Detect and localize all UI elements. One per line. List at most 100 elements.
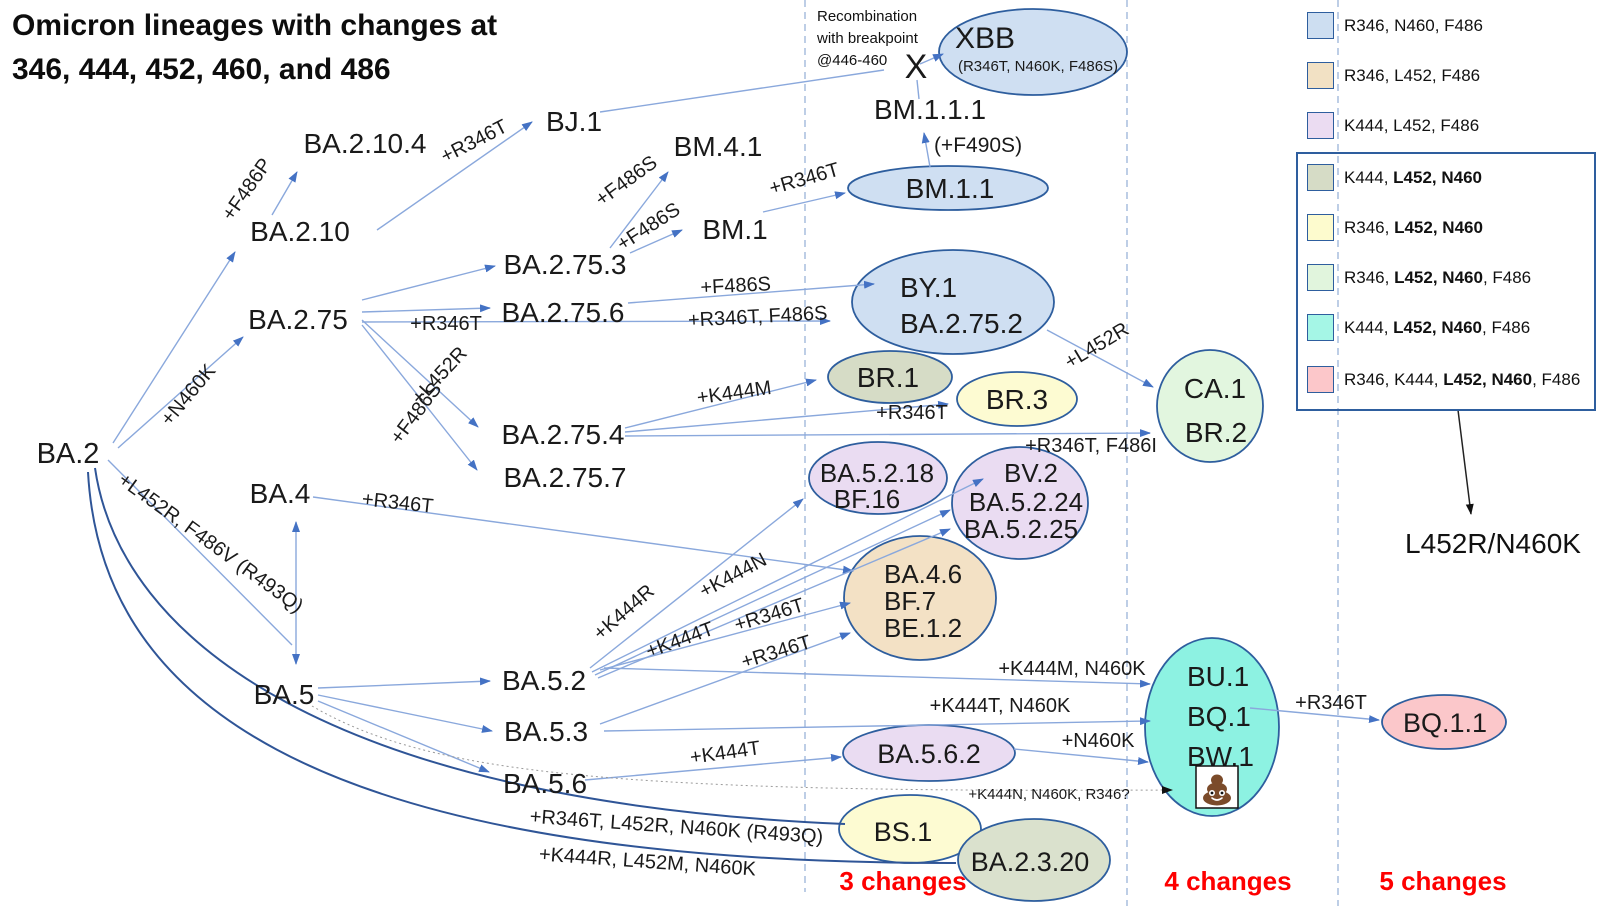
edge-label: +R346T, F486S <box>687 302 827 331</box>
edge-label: +F486S <box>591 151 661 210</box>
legend-item: K444, L452, N460, F486 <box>1307 314 1530 341</box>
edge-line <box>627 280 875 304</box>
legend-swatch <box>1307 366 1334 393</box>
poop-emoji-icon <box>1220 791 1224 795</box>
edge-line <box>603 717 1151 732</box>
edge-label: (+F490S) <box>934 134 1022 157</box>
node-label: BR.1 <box>857 362 919 393</box>
node-label: BM.4.1 <box>674 131 763 162</box>
legend-swatch <box>1307 12 1334 39</box>
legend-item: R346, L452, N460 <box>1307 214 1483 241</box>
node-label: BA.5.3 <box>504 716 588 747</box>
recombination-note: Recombination with breakpoint @446-460 <box>817 6 918 72</box>
l452r-n460k-annotation: L452R/N460K <box>1405 528 1581 559</box>
edge-line <box>603 667 1151 688</box>
legend-item-label: R346, K444, L452, N460, F486 <box>1344 370 1580 390</box>
edge-label: +R346T <box>739 631 814 673</box>
legend-swatch <box>1307 264 1334 291</box>
edge-label: +K444M, N460K <box>998 658 1146 680</box>
node-label: BQ.1 <box>1187 701 1251 732</box>
node-label: BF.7 <box>884 586 936 616</box>
edge-label: +K444R <box>589 580 658 644</box>
legend-swatch <box>1307 214 1334 241</box>
node-label: BV.2 <box>1004 458 1058 488</box>
edge-label: +R346T <box>410 313 482 335</box>
edge-line <box>1249 707 1380 724</box>
node-br1 <box>827 350 953 404</box>
edge-line <box>584 753 842 781</box>
node-label: BQ.1.1 <box>1403 708 1487 738</box>
node-label: BA.5.6 <box>503 768 587 799</box>
node-label: BA.2.10 <box>250 216 350 247</box>
node-label: BA.2.75 <box>248 304 348 335</box>
edge-line <box>361 264 496 301</box>
node-ba46-group <box>843 535 997 661</box>
recombination-note-line3: @446-460 <box>817 52 888 70</box>
edge-line <box>919 53 944 65</box>
legend-swatch <box>1307 314 1334 341</box>
edge-label: +R346T <box>1295 692 1367 714</box>
node-label: BE.1.2 <box>884 613 962 643</box>
node-label: BM.1.1.1 <box>874 94 986 125</box>
node-ba2320 <box>957 818 1111 902</box>
legend-item-label: R346, L452, N460, F486 <box>1344 268 1531 288</box>
legend-item-label: R346, N460, F486 <box>1344 16 1483 36</box>
edge-line <box>594 509 951 676</box>
edge-label: +F486S <box>613 199 684 256</box>
node-label: BR.3 <box>986 384 1048 415</box>
node-label: BA.2.75.7 <box>504 462 627 493</box>
node-bm11 <box>847 165 1049 211</box>
node-label: BA.5.6.2 <box>877 739 981 769</box>
edge-line <box>117 336 244 449</box>
poop-emoji-icon <box>1210 791 1214 795</box>
edge-label: +F486S <box>700 273 772 299</box>
edge-line <box>271 171 298 216</box>
node-label: X <box>905 48 928 86</box>
edge-line <box>376 121 533 231</box>
zone-label-3-changes: 3 changes <box>839 866 967 896</box>
legend-item-label: K444, L452, F486 <box>1344 116 1479 136</box>
node-bq1-group <box>1144 637 1280 817</box>
node-label: BA.5.2 <box>502 665 586 696</box>
node-xbb <box>938 8 1128 96</box>
edge-label: +N460K <box>1062 730 1135 752</box>
legend-item-label-part: K444, L452, F486 <box>1344 115 1480 135</box>
edge-line <box>317 694 493 733</box>
node-label: BJ.1 <box>546 106 602 137</box>
node-bq11 <box>1381 694 1507 750</box>
node-by1-group <box>851 249 1055 355</box>
edge-line <box>762 191 846 213</box>
legend-item-label: K444, L452, N460, F486 <box>1344 318 1530 338</box>
legend-swatch <box>1307 62 1334 89</box>
node-label: BA.2 <box>37 438 100 470</box>
edge-line <box>1046 329 1154 388</box>
edge-label: +K444R, L452M, N460K <box>538 843 757 880</box>
node-bv2-group <box>951 446 1089 560</box>
edge-label: +R346T <box>437 116 511 168</box>
edge-line <box>312 496 854 574</box>
node-label: BM.1.1 <box>906 173 995 204</box>
edge-line <box>591 478 984 673</box>
edge-line <box>94 467 846 825</box>
node-label: BS.1 <box>874 817 933 847</box>
edge-line <box>597 528 951 679</box>
edge-line <box>624 429 1151 438</box>
edge-line <box>599 69 885 113</box>
node-label: BA.4 <box>250 478 311 509</box>
edge-label: +R346T, L452R, N460K (R493Q) <box>529 806 824 848</box>
legend-item-label-part: R346, L452, F486 <box>1344 65 1481 85</box>
legend-item-label-part: R346, K444, <box>1344 369 1444 389</box>
edge-line <box>624 400 949 433</box>
legend-item: R346, N460, F486 <box>1307 12 1483 39</box>
edge-label: +K444T, N460K <box>930 695 1071 717</box>
legend-item-label-part: R346, N460, F486 <box>1344 15 1483 35</box>
edge-label: +R346T <box>767 159 842 200</box>
legend-item-label-part: , F486 <box>1482 317 1531 337</box>
edge-line <box>916 79 920 100</box>
node-label: BA.5.2.25 <box>964 514 1078 544</box>
zone-label-4-changes: 4 changes <box>1164 866 1292 896</box>
edge-label: +R346T <box>732 594 807 636</box>
node-ca1-br2 <box>1156 349 1264 463</box>
legend-item-label-part: R346, <box>1344 217 1395 237</box>
